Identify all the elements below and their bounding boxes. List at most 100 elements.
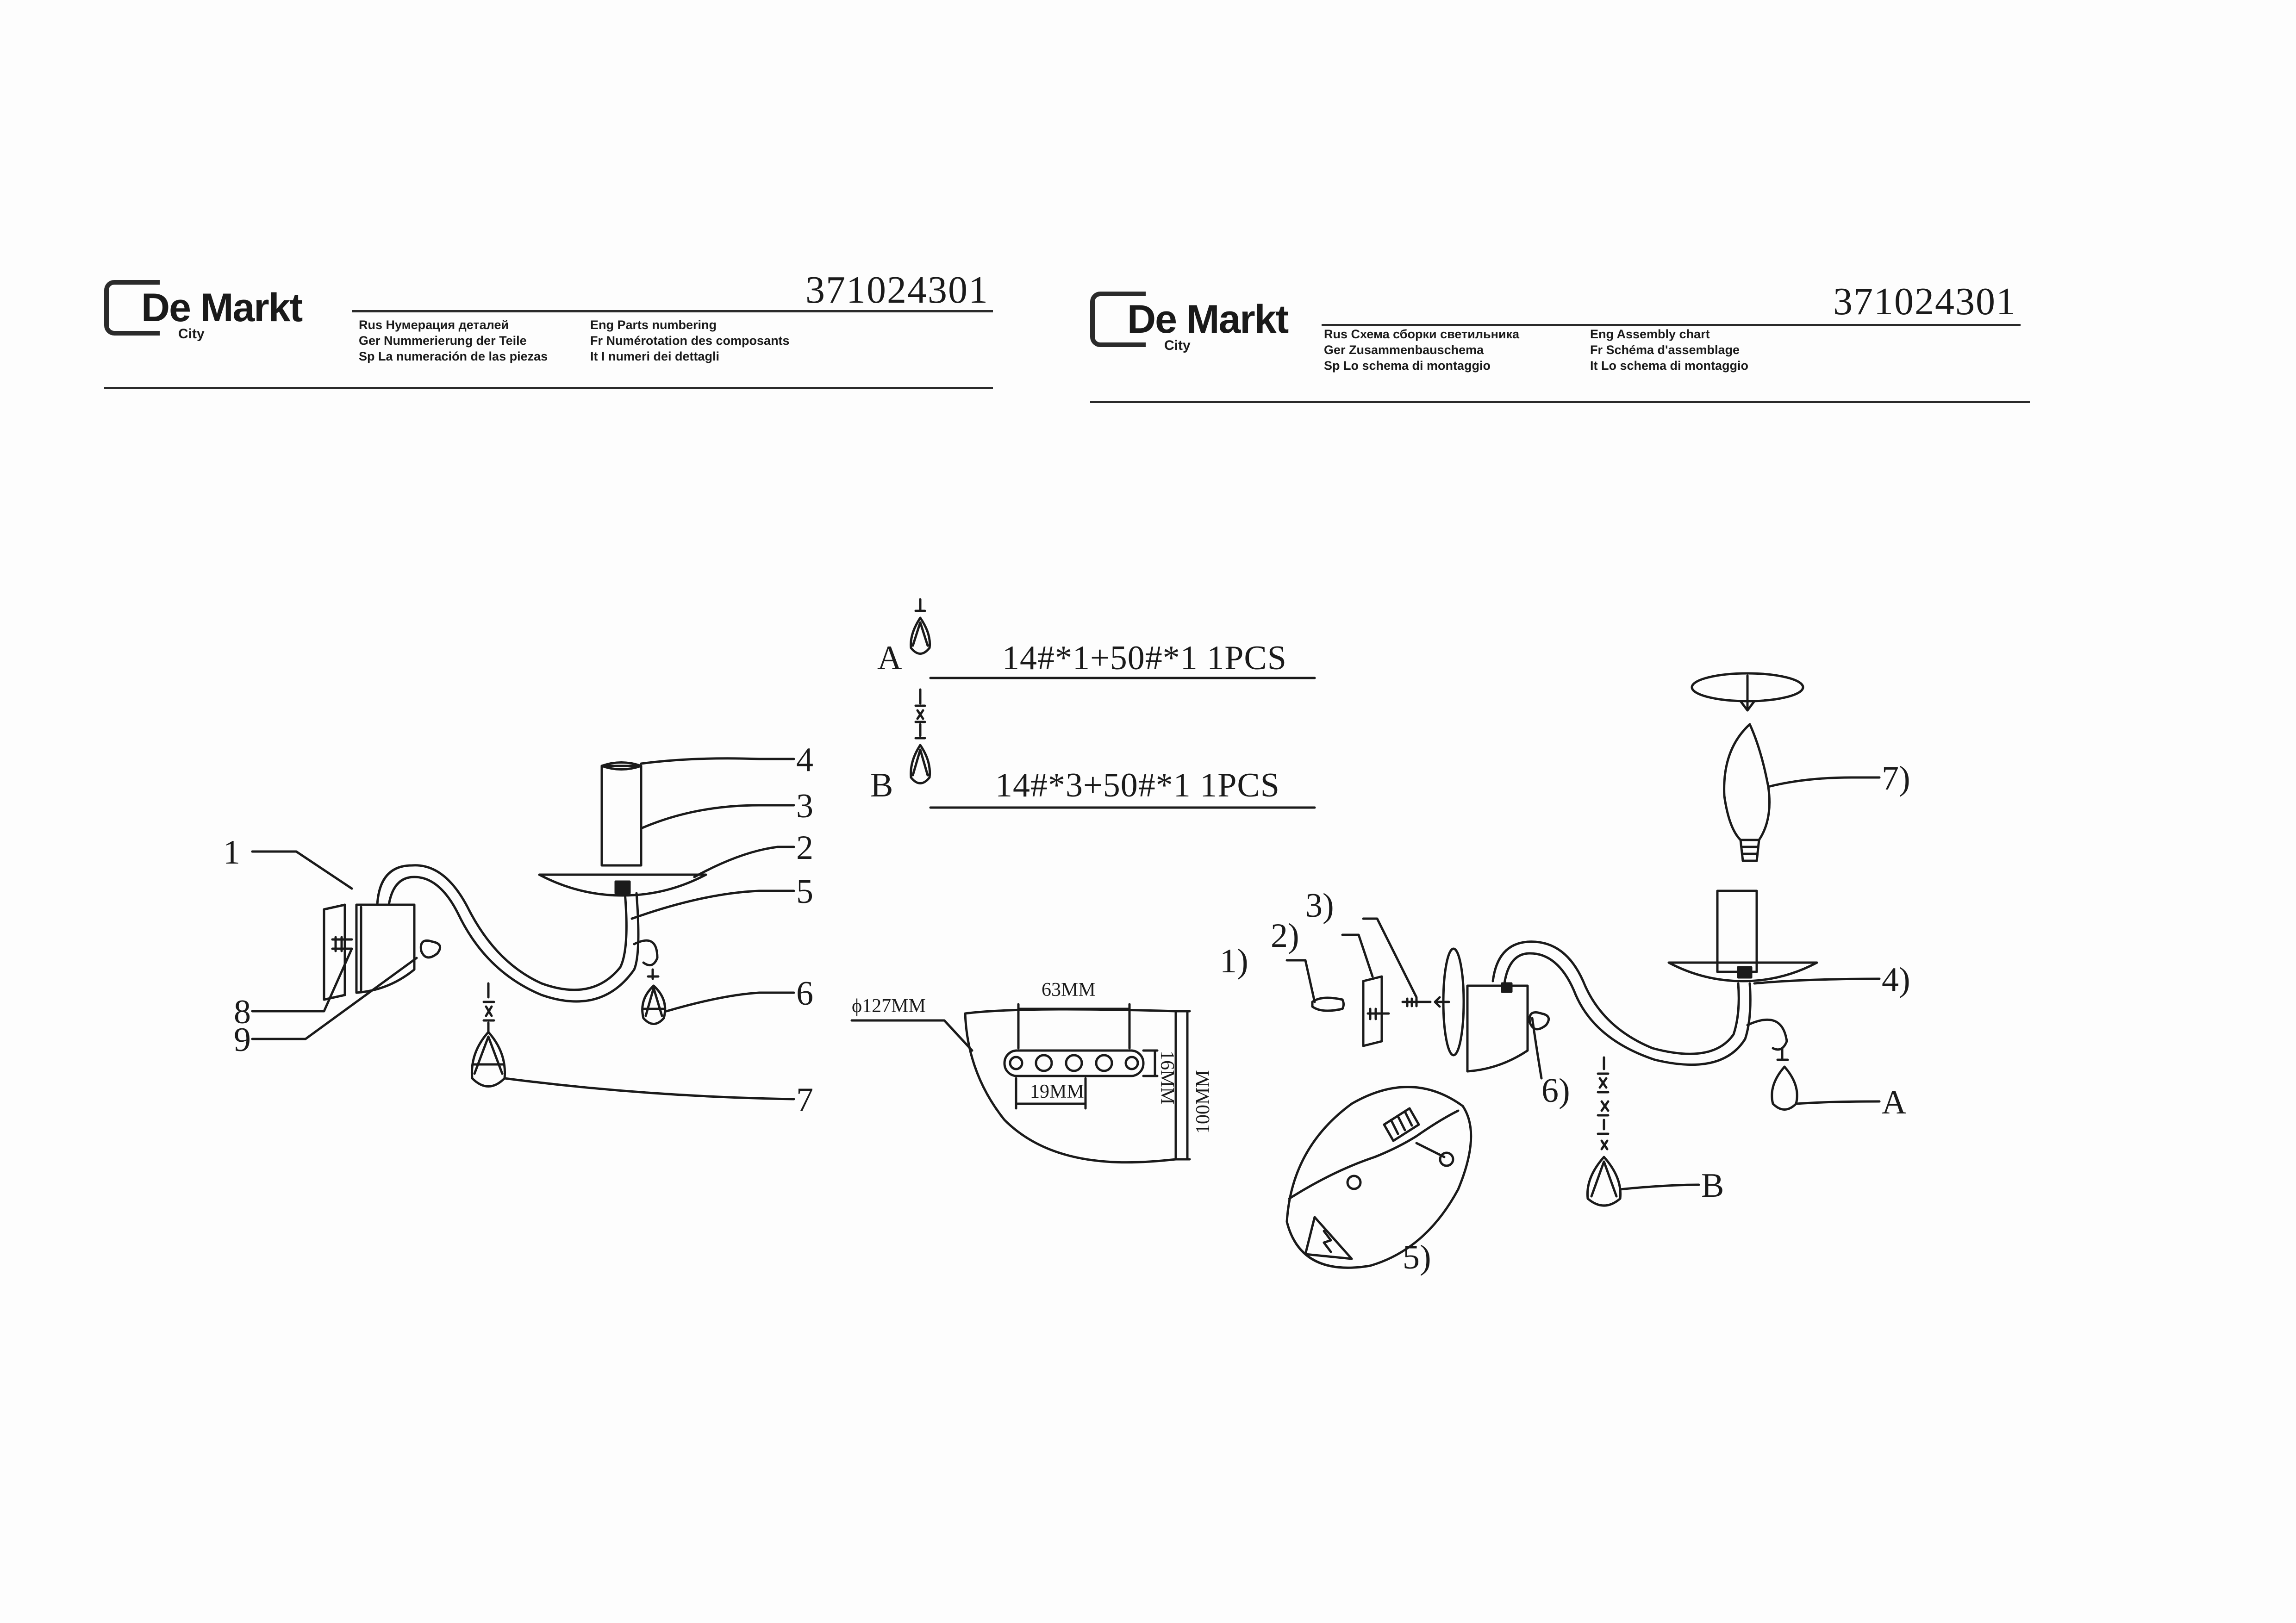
slot-hole-1 [1009, 1056, 1023, 1070]
drip-tray [538, 873, 707, 897]
part-label-2: 2 [796, 829, 813, 867]
lamp-arm-inner [387, 876, 640, 1003]
crystal-label-b: B [1701, 1167, 1724, 1205]
leader-5 [630, 889, 795, 920]
header-lang-col2-right: Eng Assembly chart Fr Schéma d'assemblag… [1590, 326, 1748, 373]
slot-hole-3 [1065, 1054, 1083, 1072]
assembly-arm-inner [1503, 952, 1752, 1066]
backplate-cup-right [1466, 984, 1529, 1073]
leader-2-right [1341, 933, 1374, 978]
header-line-it: It Lo schema di montaggio [1590, 359, 1749, 373]
crystal-spec-a: 14#*1+50#*1 1PCS [1002, 639, 1287, 677]
header-rule-top-right [1322, 324, 2021, 326]
crystal-spec-legend [910, 598, 1316, 809]
header-lang-col1-right: Rus Схема сборки светильника Ger Zusamme… [1324, 326, 1519, 373]
leader-6 [665, 991, 795, 1013]
crystal-icon-b-facets [911, 748, 929, 777]
drip-tray-right [1667, 961, 1818, 983]
leader-4 [640, 757, 795, 765]
rotate-arrow-down [1739, 674, 1756, 712]
dim-100-line [1174, 1010, 1191, 1161]
socket-connector-right [1737, 966, 1753, 979]
crystal-drop-7 [470, 1031, 506, 1088]
step-label-3: 3) [1305, 887, 1334, 925]
crystal-icon-a-facets [911, 621, 929, 647]
dim-hole-spacing: 19MM [1030, 1081, 1084, 1102]
logo-brand-text: De Markt [141, 286, 303, 330]
header-line-eng: Eng Parts numbering [590, 318, 717, 332]
dim-diameter: ϕ127MM [852, 995, 926, 1017]
brand-logo-left: De Markt City [104, 280, 303, 342]
crystal-icon-a [910, 598, 931, 655]
candle-sleeve-right [1716, 889, 1758, 973]
socket-connector [614, 880, 631, 895]
leader-1-right [1285, 959, 1316, 1003]
dim-19-line [1015, 1077, 1087, 1110]
crystal-connector-a [1776, 1047, 1789, 1061]
mounting-bracket [1362, 975, 1383, 1047]
mounting-screw [331, 936, 353, 952]
candle-sleeve [600, 765, 643, 867]
step-label-2: 2) [1271, 917, 1299, 955]
wiring-cable [1288, 1109, 1460, 1200]
dim-127-leader [850, 1019, 973, 1052]
leader-7-right [1767, 776, 1881, 788]
cup-connector [1501, 982, 1513, 993]
leader-6-right [1531, 1017, 1543, 1080]
leader-2 [693, 846, 795, 878]
part-label-3: 3 [796, 787, 813, 825]
slot-hole-5 [1124, 1056, 1139, 1070]
arm-curl-right-assembly [1746, 1018, 1788, 1051]
crystal-drop-a [1771, 1065, 1798, 1111]
header-line-sp: Sp Lo schema di montaggio [1324, 359, 1491, 373]
crystal-icon-b [910, 688, 931, 784]
crystal-drop-6 [641, 984, 667, 1025]
header-lang-col2-left: Eng Parts numbering Fr Numérotation des … [590, 317, 790, 364]
bulb-base [1739, 839, 1760, 862]
assembly-arm-outer [1491, 940, 1740, 1055]
crystal-spec-b: 14#*3+50#*1 1PCS [995, 766, 1280, 804]
earth-wire [1415, 1142, 1446, 1158]
slot-hole-4 [1095, 1054, 1113, 1072]
crystal-letter-a: A [877, 639, 902, 677]
crystal-facets-7 [472, 1035, 505, 1075]
step-label-5: 5) [1403, 1238, 1431, 1276]
step-label-7: 7) [1882, 759, 1910, 797]
crystal-label-a: A [1882, 1083, 1907, 1121]
lamp-arm-outer [376, 864, 628, 991]
crystal-drop-b [1586, 1156, 1622, 1207]
arm-curl-ornament [419, 939, 442, 959]
candle-sleeve-top [600, 761, 643, 771]
part-label-9: 9 [234, 1021, 251, 1059]
screw [1401, 997, 1432, 1007]
header-rule-bottom-right [1090, 401, 2030, 403]
leader-1 [251, 850, 353, 890]
header-line-ger: Ger Nummerierung der Teile [359, 334, 527, 348]
brand-logo-right: De Markt City [1090, 292, 1289, 353]
header-line-ger: Ger Zusammenbauschema [1324, 343, 1484, 357]
logo-sub-text: City [1164, 338, 1191, 353]
leader-b-right [1619, 1183, 1700, 1191]
product-code-left: 371024301 [805, 268, 989, 311]
header-line-sp: Sp La numeración de las piezas [359, 349, 548, 363]
logo-sub-text: City [178, 326, 205, 342]
step-label-4: 4) [1882, 961, 1910, 999]
dim-63-line [1017, 1003, 1131, 1050]
leader-9 [251, 957, 418, 1040]
leader-7 [503, 1077, 795, 1101]
header-line-fr: Fr Schéma d'assemblage [1590, 343, 1740, 357]
leader-4-right [1753, 977, 1881, 985]
header-line-fr: Fr Numérotation des composants [590, 334, 790, 348]
crystal-facets-6 [642, 987, 666, 1017]
logo-brand-text: De Markt [1127, 297, 1289, 342]
warning-triangle-icon [1304, 1216, 1353, 1260]
terminal-block [1383, 1107, 1420, 1142]
mounting-slot [1003, 1049, 1145, 1077]
header-line-it: It I numeri dei dettagli [590, 349, 720, 363]
header-line-rus: Rus Нумерация деталей [359, 318, 509, 332]
arm-curl-right [633, 939, 659, 967]
dim-height: 100MM [1192, 1070, 1214, 1134]
part-label-7: 7 [796, 1081, 813, 1119]
right-assembly-drawing [1285, 672, 1881, 1269]
